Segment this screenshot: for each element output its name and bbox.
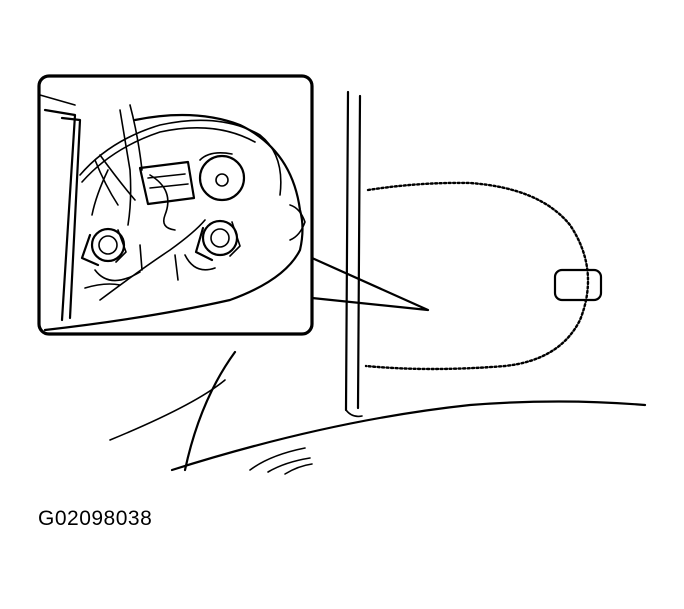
bulb-socket-right [184, 219, 241, 271]
mirror-lamp-lens [553, 268, 603, 302]
inset-frame [37, 74, 314, 336]
outside-mirror [364, 181, 603, 371]
bulb-socket-left [80, 227, 141, 282]
vehicle-lower-panel [109, 350, 647, 475]
vehicle-pillar [344, 90, 363, 418]
inset-detail [37, 74, 314, 336]
callout-leader [310, 256, 430, 312]
wire-connector [138, 160, 196, 206]
mirror-motor [198, 152, 246, 202]
figure-id-label: G02098038 [38, 507, 153, 530]
